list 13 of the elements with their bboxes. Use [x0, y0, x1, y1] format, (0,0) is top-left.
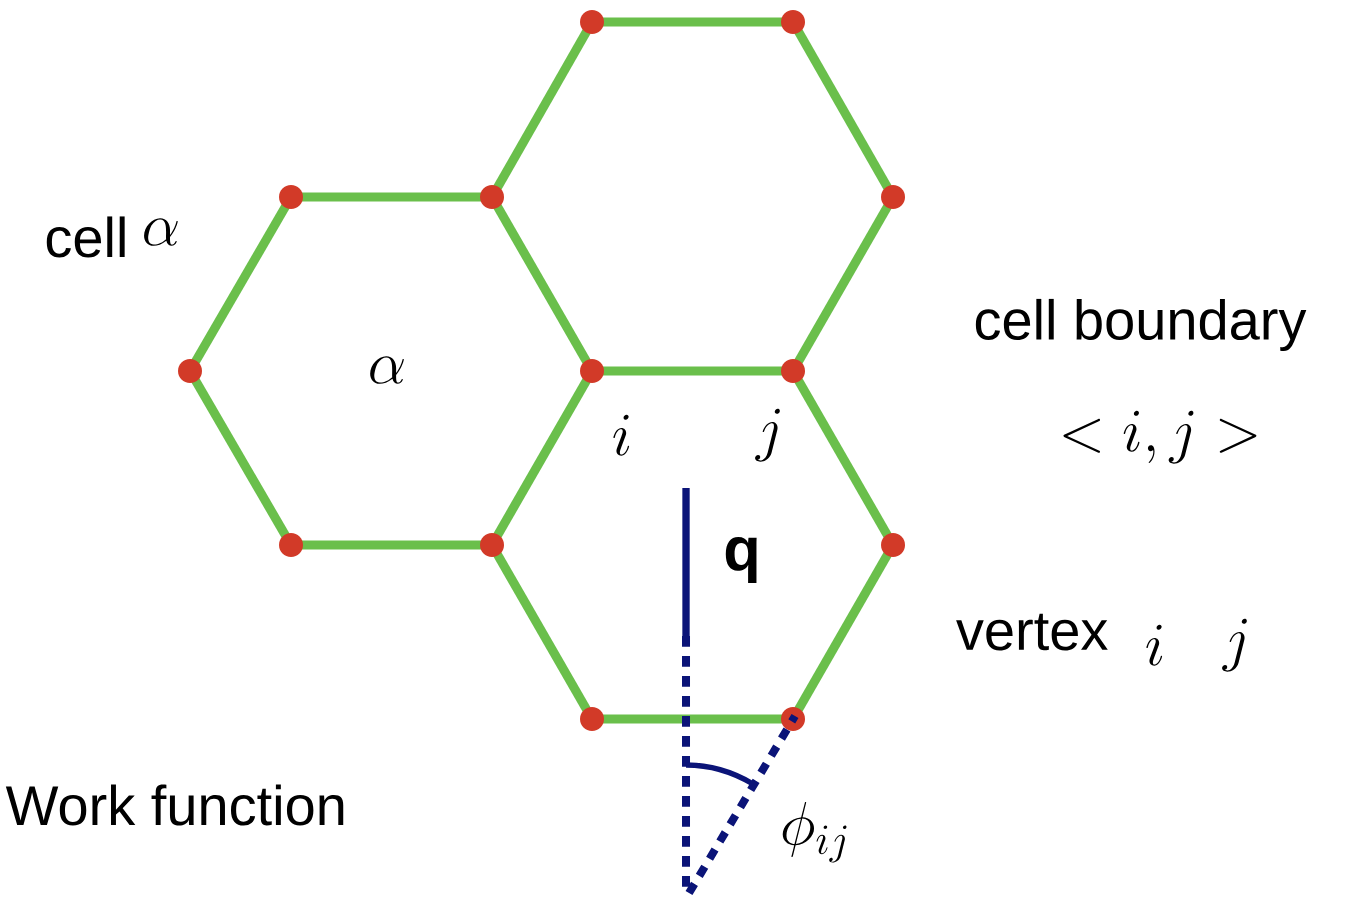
vertex-index: $j$	[755, 408, 780, 462]
angle-label: $\phi_{ij}$	[782, 801, 847, 863]
boundary-label: cell boundary	[975, 298, 1307, 352]
cell-label: cell	[46, 216, 125, 258]
vector-label: $\mathbf{q}$	[725, 537, 757, 583]
vertex-label: vertex	[956, 613, 1108, 651]
cell-symbol: $\alpha$	[144, 218, 178, 246]
cell-symbol: $\alpha$	[370, 356, 404, 384]
work-function-label: Work function	[5, 784, 344, 826]
vertex-index: $i$	[1146, 624, 1163, 666]
boundary-pair: $< i, j >$	[1063, 410, 1257, 464]
vertex-index: $i$	[613, 414, 630, 456]
vertex-index: $j$	[1222, 618, 1247, 672]
